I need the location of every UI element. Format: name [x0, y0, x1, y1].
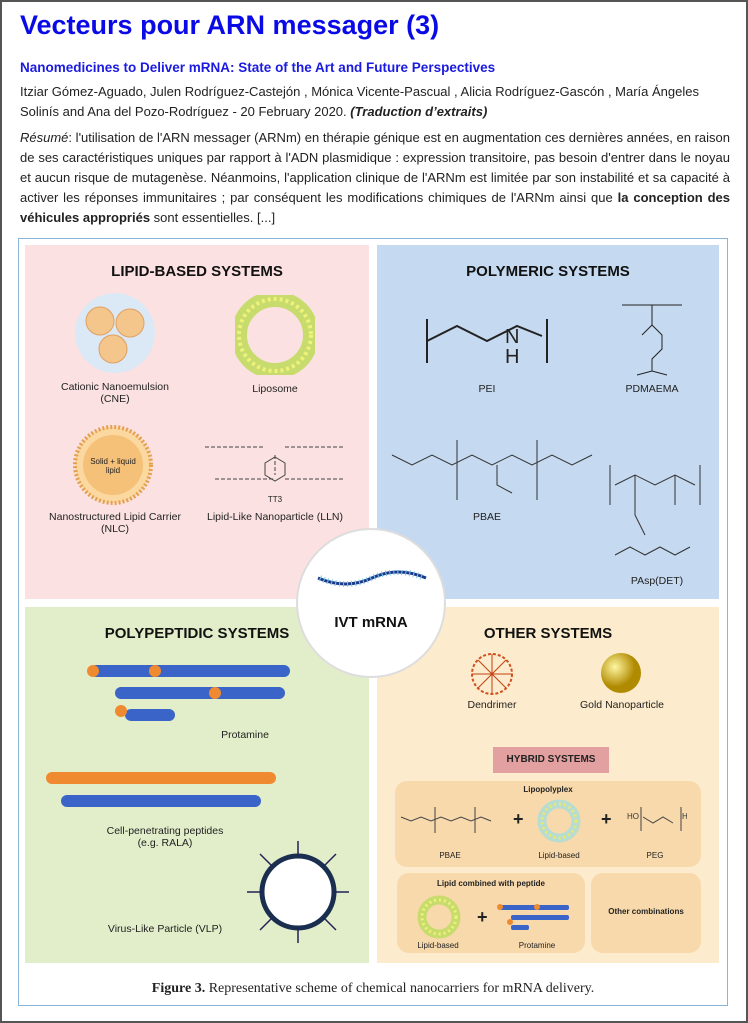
mrna-strand-icon	[317, 570, 427, 587]
cpp-label: Cell-penetrating peptides (e.g. RALA)	[106, 825, 224, 849]
svg-text:H: H	[682, 812, 687, 821]
nlc-icon	[73, 425, 153, 505]
article-title-link[interactable]: Nanomedicines to Deliver mRNA: State of …	[20, 60, 496, 75]
pdmaema-structure-icon	[622, 304, 682, 376]
protamine-icon	[87, 665, 290, 721]
other-quadrant: OTHER SYSTEMS Dendrimer Gold Nanoparticl…	[377, 607, 719, 963]
authors-text: Itziar Gómez-Aguado, Julen Rodríguez-Cas…	[20, 84, 699, 119]
peg-structure-icon: HO H	[627, 807, 687, 831]
svg-text:H: H	[505, 346, 519, 368]
svg-text:HO: HO	[627, 812, 639, 821]
nlc-label: Nanostructured Lipid Carrier (NLC)	[49, 511, 181, 535]
pbae-label: PBAE	[472, 511, 501, 523]
lipid-quadrant: LIPID-BASED SYSTEMS Cationic Nanoemulsio…	[25, 245, 369, 599]
abstract-bold: la conception des véhicules appropriés	[20, 190, 730, 225]
cne-label: Cationic Nanoemulsion (CNE)	[61, 381, 169, 405]
liposome-label: Liposome	[252, 383, 298, 395]
pei-structure-icon: NH	[426, 319, 548, 368]
pbae-small-label: PBAE	[439, 851, 461, 860]
pbae-structure-icon	[391, 440, 593, 500]
plus-sign: +	[513, 809, 524, 829]
page-title: Vecteurs pour ARN messager (3)	[20, 10, 440, 40]
lipid-peptide-label: Lipid combined with peptide	[437, 879, 545, 888]
translation-note: (Traduction d’extraits)	[350, 104, 488, 119]
tt3-structure-icon	[205, 446, 345, 482]
peg-label: PEG	[646, 851, 664, 860]
lipid-based-label-2: Lipid-based	[417, 941, 459, 950]
authors: Itziar Gómez-Aguado, Julen Rodríguez-Cas…	[20, 82, 730, 122]
pasp-structure-icon	[609, 465, 701, 556]
abstract: Résumé: l'utilisation de l'ARN messager …	[20, 128, 730, 228]
lipopolyplex-box: Lipopolyplex + + HO H PBAE Lipid-based PE…	[395, 781, 701, 867]
gold-label: Gold Nanoparticle	[579, 699, 665, 711]
polypeptidic-quadrant: POLYPEPTIDIC SYSTEMS Protamine Cell-pene…	[25, 607, 369, 963]
cne-icon	[75, 293, 155, 373]
cpp-icon	[46, 772, 276, 807]
other-combinations-label: Other combinations	[608, 907, 684, 916]
abstract-text: : l'utilisation de l'ARN messager (ARNm)…	[20, 130, 730, 205]
pdmaema-label: PDMAEMA	[625, 383, 679, 395]
polypeptidic-title: POLYPEPTIDIC SYSTEMS	[104, 625, 290, 642]
dendrimer-label: Dendrimer	[467, 699, 517, 711]
vlp-icon	[247, 841, 349, 943]
lipid-based-icon	[417, 895, 461, 939]
tt3-label: TT3	[267, 495, 283, 504]
lipopolyplex-label: Lipopolyplex	[523, 785, 573, 794]
other-combinations-box: Other combinations	[591, 873, 701, 953]
other-title: OTHER SYSTEMS	[483, 625, 613, 642]
lipid-peptide-box: Lipid combined with peptide + Lipid-base…	[397, 873, 585, 953]
vlp-label: Virus-Like Particle (VLP)	[107, 923, 223, 935]
plus-sign: +	[601, 809, 612, 829]
lln-label: Lipid-Like Nanoparticle (LLN)	[207, 511, 343, 523]
hybrid-systems-label: HYBRID SYSTEMS	[493, 747, 609, 773]
ivt-mrna-label: IVT mRNA	[334, 614, 408, 631]
abstract-label: Résumé	[20, 130, 69, 145]
lipid-based-label: Lipid-based	[538, 851, 580, 860]
protamine-small-icon	[497, 904, 569, 930]
pasp-label: PAsp(DET)	[630, 575, 684, 587]
protamine-small-label: Protamine	[518, 941, 556, 950]
caption-text: Representative scheme of chemical nanoca…	[205, 981, 595, 996]
lipid-title: LIPID-BASED SYSTEMS	[111, 263, 283, 280]
lipid-based-icon	[537, 799, 581, 843]
pei-label: PEI	[478, 383, 496, 395]
pbae-small-structure-icon	[400, 807, 492, 833]
ivt-mrna-circle: IVT mRNA	[296, 528, 446, 678]
nlc-core-label: Solid + liquid lipid	[90, 457, 136, 475]
dendrimer-icon	[471, 653, 513, 695]
svg-text:N: N	[505, 326, 519, 348]
gold-nanoparticle-icon	[601, 653, 641, 693]
plus-sign: +	[477, 907, 488, 927]
figure-caption: Figure 3. Representative scheme of chemi…	[19, 981, 727, 997]
abstract-text-end: sont essentielles. [...]	[150, 210, 276, 225]
figure: LIPID-BASED SYSTEMS Cationic Nanoemulsio…	[18, 238, 728, 1006]
polymeric-title: POLYMERIC SYSTEMS	[466, 263, 630, 280]
liposome-icon	[235, 295, 315, 375]
protamine-label: Protamine	[221, 729, 269, 741]
caption-label: Figure 3.	[151, 981, 206, 996]
